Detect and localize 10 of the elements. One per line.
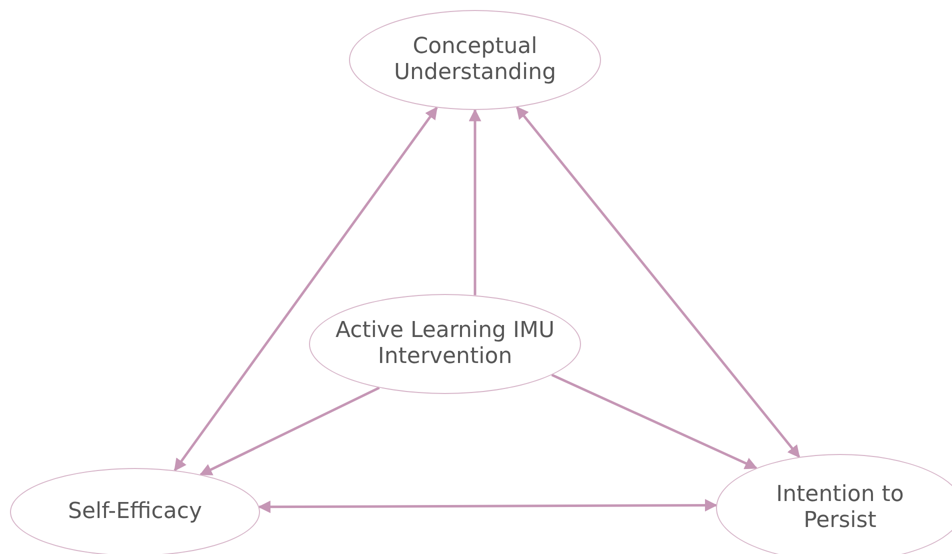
- arrow: [258, 499, 718, 514]
- arrow: [199, 386, 380, 476]
- arrow: [551, 374, 758, 470]
- node-label: Intention to Persist: [775, 482, 905, 534]
- node-label: Active Learning IMU Intervention: [335, 318, 555, 370]
- node-label: Conceptual Understanding: [392, 34, 558, 86]
- arrow: [468, 108, 482, 296]
- node-label: Self-Efficacy: [68, 499, 202, 525]
- arrow: [516, 106, 800, 458]
- arrow: [174, 106, 438, 472]
